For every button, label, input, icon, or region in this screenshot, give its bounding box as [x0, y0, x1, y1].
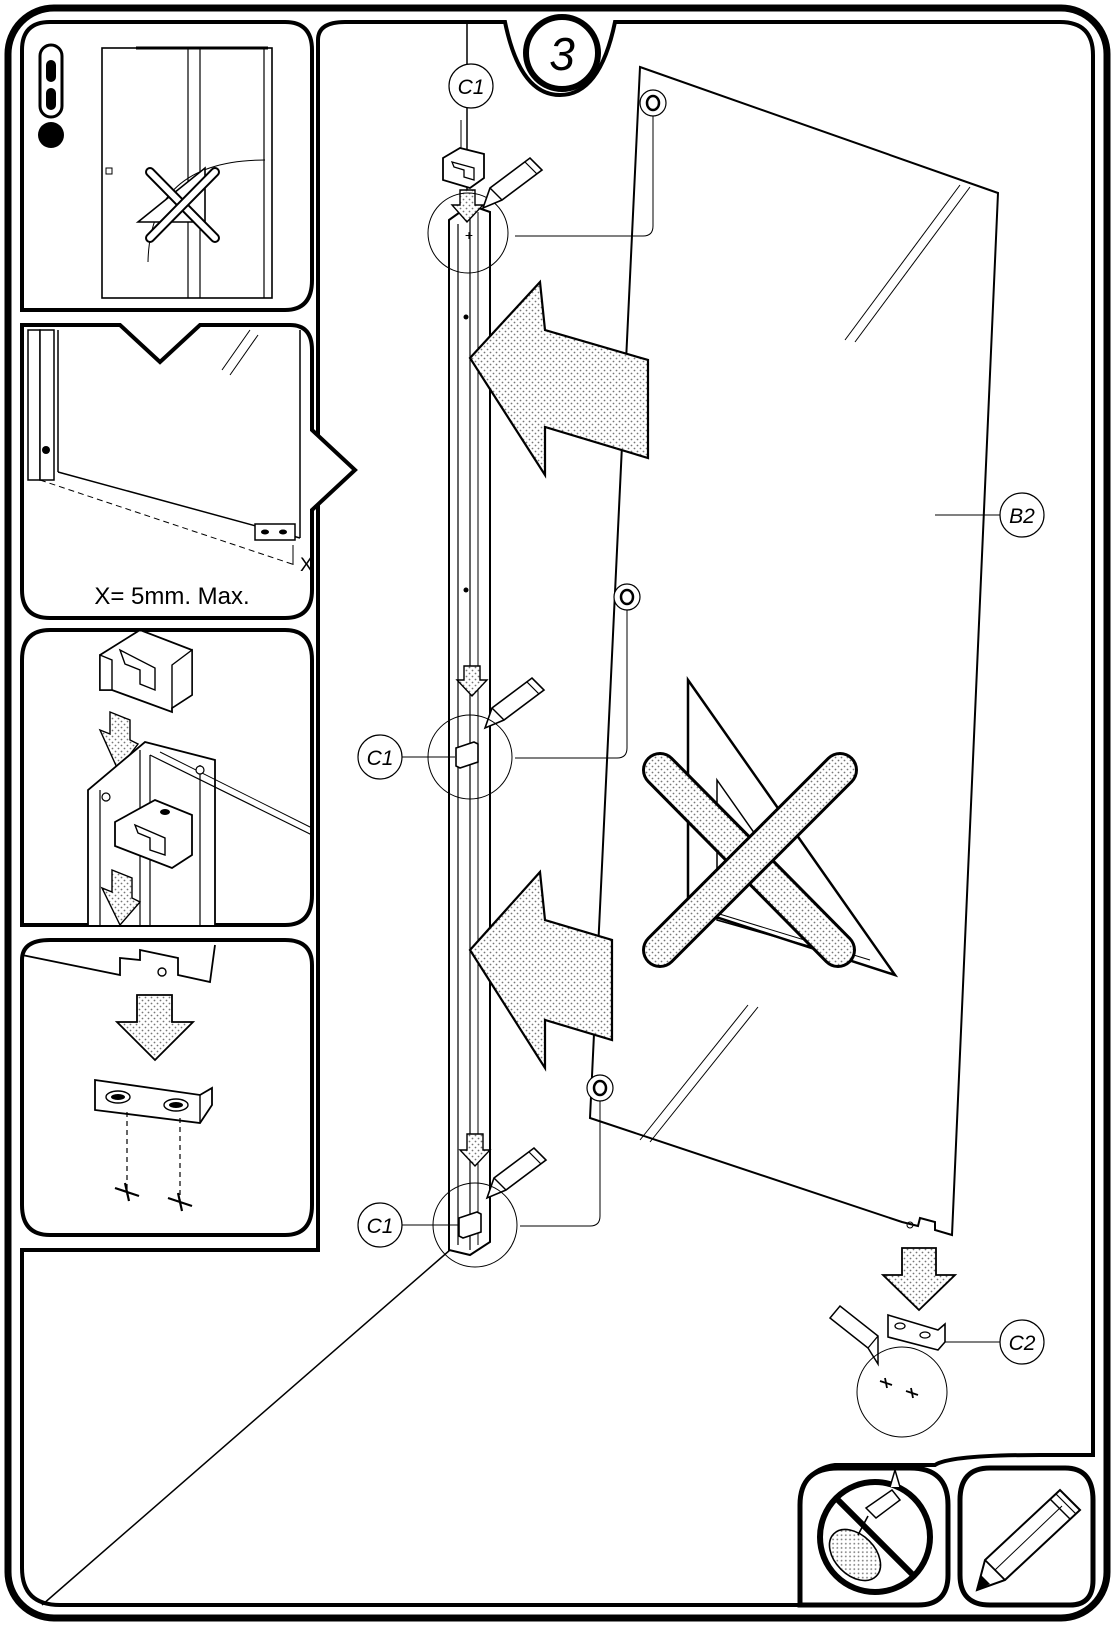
inset-tolerance-detail: X X= 5mm. Max.: [20, 323, 358, 620]
pencil-marker-top: [481, 156, 544, 210]
step-number: 3: [549, 28, 575, 80]
inset-top-view: [20, 20, 314, 312]
glass-hole-top: [515, 89, 667, 237]
glass-hole-bottom: [520, 1074, 614, 1227]
label-c1-top: C1: [458, 76, 485, 99]
push-arrow-top: [468, 279, 650, 479]
step-number-badge: 3: [523, 14, 601, 92]
no-cleaning-spray-icon: [797, 1465, 951, 1608]
label-b2: B2: [1009, 505, 1035, 528]
push-arrow-bottom: [468, 869, 614, 1072]
wall-profile: [448, 203, 491, 1257]
svg-text:+: +: [465, 227, 473, 243]
label-c2: C2: [1009, 1332, 1036, 1355]
floor-line: [41, 1249, 451, 1606]
bracket-c2: C2: [828, 1247, 1045, 1438]
label-c1-bottom: C1: [367, 1215, 394, 1238]
glass-hole-middle: [515, 583, 641, 759]
do-not-use-square-icon: [642, 676, 899, 978]
tolerance-note: X= 5mm. Max.: [94, 583, 249, 610]
inset-bottom-clip-detail: [20, 938, 314, 1237]
clip-c1-top: C1 +: [427, 63, 509, 274]
clip-c1-middle: C1: [357, 665, 513, 800]
clip-c1-bottom: C1: [357, 1133, 518, 1268]
label-c1-middle: C1: [367, 747, 394, 770]
pencil-marker-bottom: [485, 1146, 548, 1200]
pencil-marker-middle: [483, 676, 546, 730]
inset-clip-detail: [20, 628, 314, 927]
pencil-icon: [957, 1465, 1096, 1608]
gap-marker: X: [300, 555, 313, 576]
